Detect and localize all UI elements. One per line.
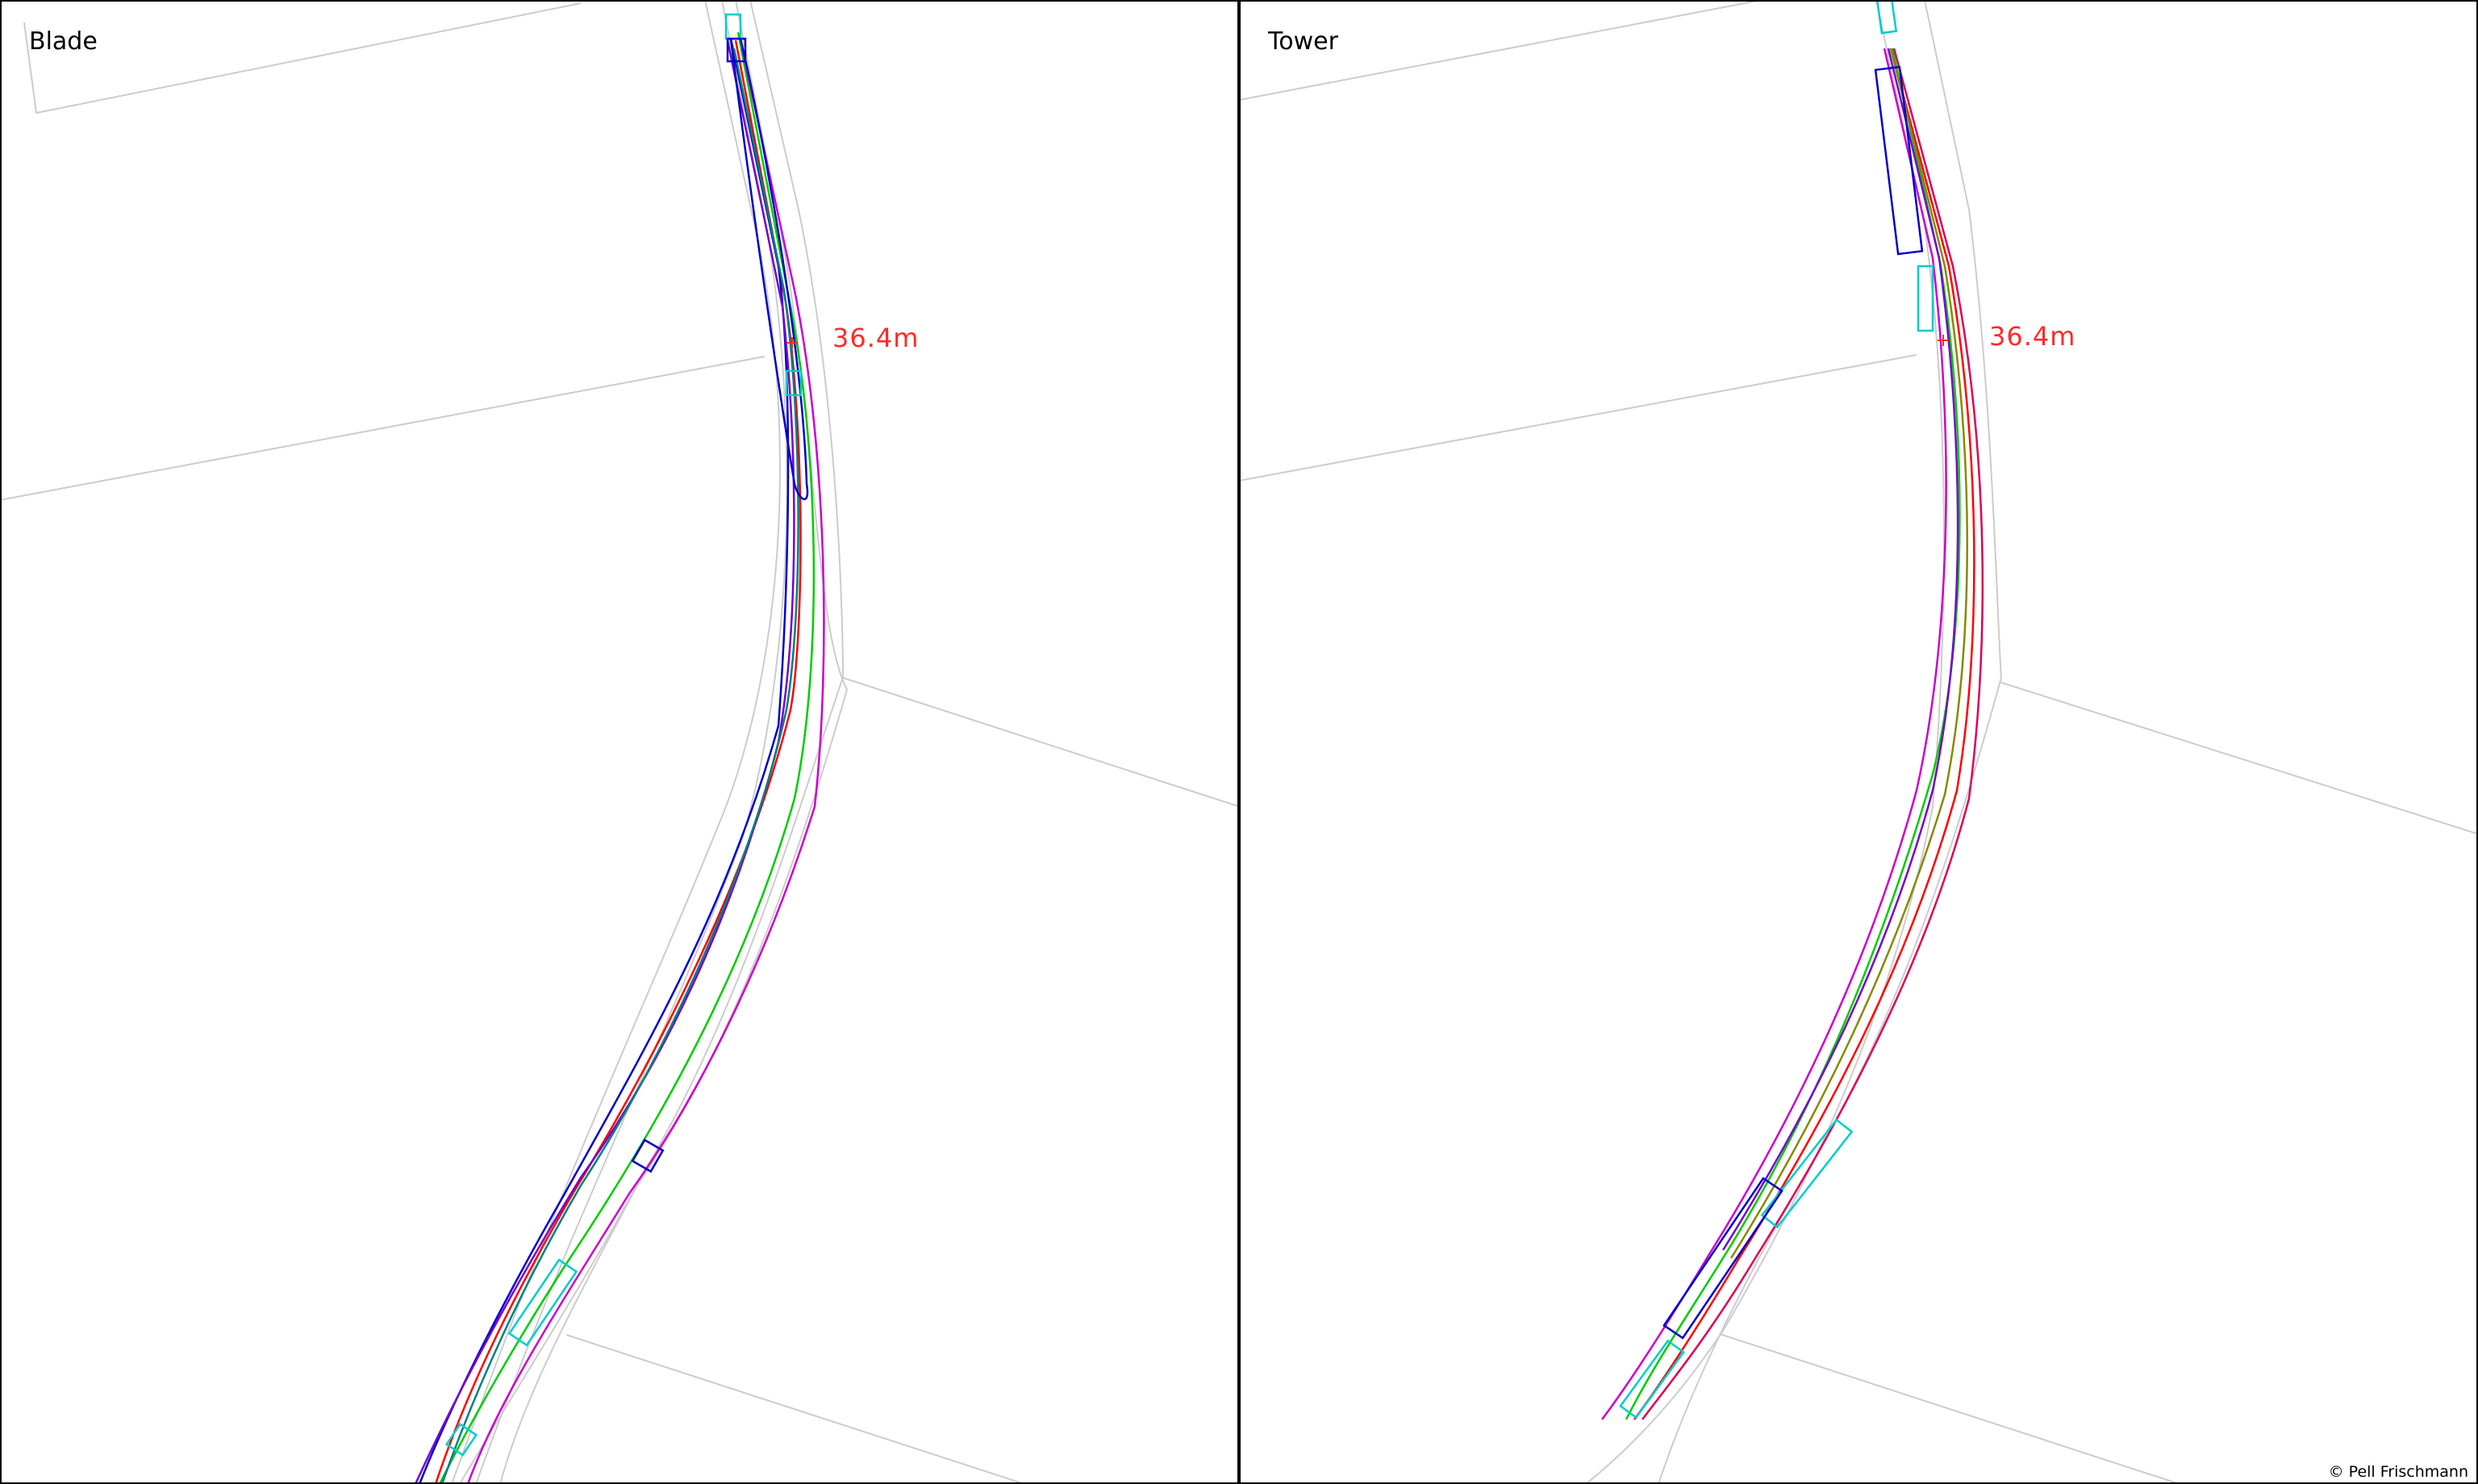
tower-panel: Tower 36.4m © Pell Frischmann bbox=[1239, 0, 2478, 1484]
swept-path-magenta bbox=[466, 48, 825, 1484]
boundary-line bbox=[1239, 354, 1917, 481]
tower-drawing bbox=[1239, 0, 2478, 1484]
boundary-line bbox=[0, 356, 766, 501]
distance-label: 36.4m bbox=[832, 323, 920, 353]
boundary-line bbox=[1719, 1333, 2180, 1484]
swept-path-teal bbox=[440, 48, 799, 1484]
vehicle-footprint bbox=[726, 37, 747, 63]
road-edge-inner bbox=[459, 0, 845, 1484]
swept-path-green bbox=[1625, 48, 1961, 1420]
vehicle-footprint bbox=[1619, 1339, 1685, 1419]
swept-path-crimson bbox=[1642, 48, 1984, 1420]
boundary-line bbox=[841, 677, 1239, 807]
swept-path-green bbox=[438, 31, 816, 1484]
swept-paths bbox=[414, 31, 825, 1484]
vehicle-footprint bbox=[785, 369, 803, 397]
road-edge-outer bbox=[1585, 0, 1945, 1484]
swept-path-blue bbox=[418, 38, 790, 1484]
blade-overhang bbox=[729, 38, 809, 501]
boundary-line bbox=[1239, 0, 1767, 101]
panel-title: Blade bbox=[29, 27, 98, 56]
land-boundaries bbox=[0, 0, 1239, 1484]
vehicle-footprint bbox=[631, 1138, 665, 1173]
road-edge-inner-2 bbox=[499, 0, 849, 1484]
vehicle-footprints bbox=[1619, 0, 1934, 1419]
vehicle-footprint bbox=[507, 1258, 578, 1347]
swept-path-olive bbox=[1729, 48, 1968, 1259]
vehicle-footprint bbox=[1917, 265, 1934, 332]
swept-path-red bbox=[1633, 48, 1975, 1420]
boundary-line bbox=[565, 1334, 1025, 1484]
road-edge-inner bbox=[1658, 0, 2003, 1484]
vehicle-footprints bbox=[444, 13, 803, 1457]
blade-panel: Blade 36.4m bbox=[0, 0, 1239, 1484]
road-edge-outer bbox=[451, 0, 781, 1484]
copyright-notice: © Pell Frischmann bbox=[2328, 1463, 2468, 1481]
swept-path-red bbox=[434, 40, 802, 1484]
vehicle-footprint bbox=[1662, 1177, 1783, 1340]
boundary-line bbox=[2000, 682, 2478, 835]
vehicle-footprint bbox=[1875, 0, 1898, 35]
swept-paths bbox=[1600, 48, 1984, 1420]
distance-label: 36.4m bbox=[1989, 321, 2076, 352]
vehicle-footprint bbox=[1874, 65, 1924, 256]
swept-path-magenta bbox=[1600, 48, 1947, 1420]
measurement-marker bbox=[786, 337, 798, 348]
measurement-marker bbox=[1938, 335, 1949, 346]
vehicle-footprint bbox=[1760, 1118, 1854, 1229]
swept-path-purple bbox=[414, 40, 795, 1484]
vehicle-footprint bbox=[444, 1423, 478, 1457]
panel-title: Tower bbox=[1268, 27, 1338, 56]
boundary-line bbox=[23, 2, 582, 115]
road-edge-outer-2 bbox=[475, 0, 788, 1484]
swept-path-purple bbox=[1721, 48, 1959, 1251]
blade-drawing bbox=[0, 0, 1239, 1484]
land-boundaries bbox=[1239, 0, 2478, 1484]
